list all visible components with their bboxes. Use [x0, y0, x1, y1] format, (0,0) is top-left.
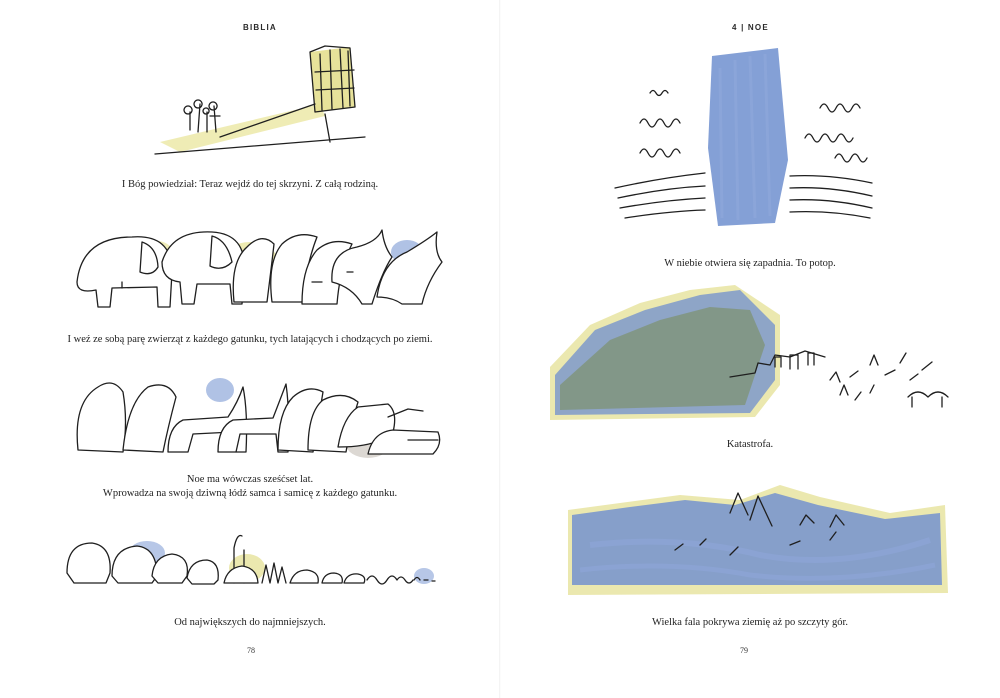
right-page: 4 | NOE W niebie otwiera się zapadnia. T…	[500, 0, 1000, 698]
great-wave-illustration	[568, 485, 948, 595]
large-animals-parade-illustration	[76, 229, 443, 308]
running-head-left: BIBLIA	[243, 23, 277, 32]
page-number-left: 78	[247, 646, 255, 655]
book-gutter	[499, 0, 501, 698]
medium-animals-parade-illustration	[76, 378, 441, 458]
ark-ramp-illustration	[154, 45, 366, 155]
caption-male-female: Wprowadza na swoją dziwną łódź samca i s…	[102, 488, 398, 499]
caption-take-animals: I weź ze sobą parę zwierząt z każdego ga…	[67, 334, 433, 345]
catastrophe-wave-illustration	[550, 285, 949, 420]
caption-great-wave: Wielka fala pokrywa ziemię aż po szczyty…	[651, 617, 849, 628]
caption-catastrophe: Katastrofa.	[726, 439, 774, 450]
caption-enter-ark: I Bóg powiedział: Teraz wejdź do tej skr…	[121, 179, 379, 190]
caption-noah-age: Noe ma wówczas sześćset lat.	[186, 474, 314, 485]
flood-column-illustration	[614, 48, 873, 226]
caption-largest-smallest: Od największych do najmniejszych.	[174, 617, 326, 628]
left-page: BIBLIA I Bóg powiedział: Teraz wejdź do …	[66, 23, 443, 655]
caption-floodgate: W niebie otwiera się zapadnia. To potop.	[664, 258, 836, 269]
running-head-right: 4 | NOE	[732, 23, 769, 32]
small-animals-parade-illustration	[66, 534, 436, 585]
page-number-right: 79	[740, 646, 748, 655]
